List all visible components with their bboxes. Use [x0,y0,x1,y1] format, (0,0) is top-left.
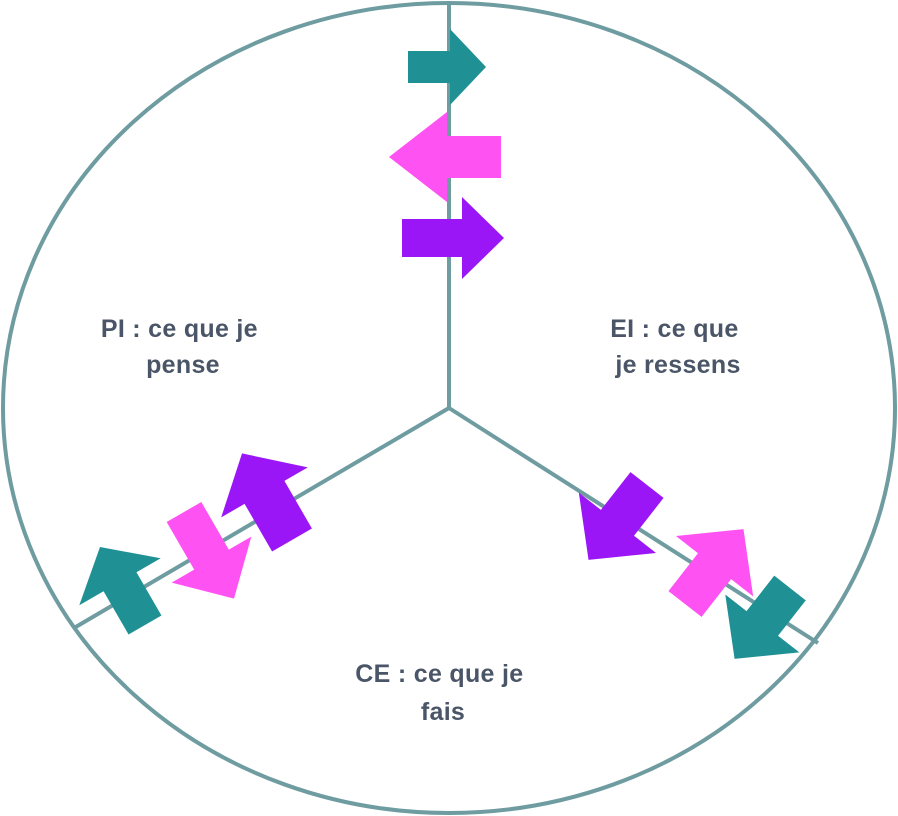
ei-label-line-2: je ressens [614,351,740,379]
arrow-group-pi-ei [389,29,504,279]
ce-label: CE : ce que je fais [355,660,530,726]
ei-label: EI : ce que je ressens [610,315,746,379]
ce-label-line-2: fais [421,698,465,726]
magenta-arrow-down-icon [166,502,252,599]
arrow-group-ei-ce [578,472,806,659]
ce-label-line-1: CE : ce que je [355,660,523,688]
purple-arrow-right-icon [402,197,504,279]
pi-label-line-1: PI : ce que je [101,315,258,343]
ei-label-line-1: EI : ce que [610,315,738,343]
pi-label: PI : ce que je pense [101,315,265,379]
teal-arrow-up-icon [79,547,162,635]
magenta-arrow-up-icon [668,529,754,617]
purple-arrow-up-icon [221,453,312,552]
teal-arrow-right-icon [408,29,486,105]
magenta-arrow-left-icon [389,112,501,202]
teal-arrow-down-icon [725,575,806,659]
purple-arrow-down-icon [578,472,664,560]
arrow-group-pi-ce [79,453,312,635]
pi-label-line-2: pense [146,351,220,379]
